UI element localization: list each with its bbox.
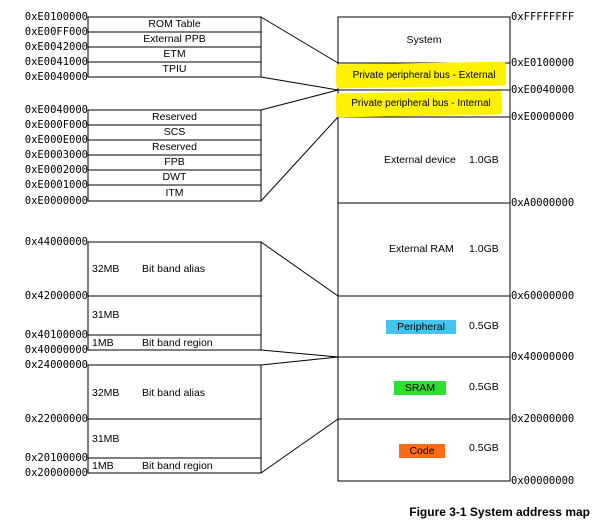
address-label: 0xFFFFFFFF (511, 11, 575, 23)
address-label: 0x20000000 (511, 413, 575, 425)
address-label: 0xE0100000 (24, 11, 88, 23)
ppb-block-reserved: Reserved (152, 141, 197, 153)
region-code: Code (399, 444, 445, 458)
region-sram-size: 0.5GB (469, 381, 499, 393)
bitband-alias-size: 32MB (92, 387, 120, 399)
region-code-size: 0.5GB (469, 442, 499, 454)
region-system: System (406, 34, 442, 46)
bitband-gap-size: 31MB (92, 433, 120, 445)
region-sram: SRAM (394, 381, 446, 395)
region-ppb-external: Private peripheral bus - External (352, 70, 496, 81)
address-label: 0xE0003000 (24, 149, 88, 161)
main-map-outline (337, 16, 511, 482)
bitband-region-label: Bit band region (142, 337, 213, 349)
region-external-device: External device (384, 154, 456, 166)
address-label: 0xE000F000 (24, 119, 88, 131)
ppb-block-tpiu: TPIU (162, 63, 187, 75)
address-label: 0xE0000000 (24, 195, 88, 207)
address-label: 0xE00FF000 (24, 26, 88, 38)
address-label: 0xE0100000 (511, 57, 575, 69)
ppb-block-rom-table: ROM Table (148, 18, 201, 30)
address-label: 0xE0040000 (24, 104, 88, 116)
region-external-device-size: 1.0GB (469, 154, 499, 166)
ppb-block-fpb: FPB (164, 156, 185, 168)
address-label: 0x20100000 (24, 452, 88, 464)
figure-caption: Figure 3-1 System address map (409, 505, 590, 519)
address-label: 0xE0041000 (24, 56, 88, 68)
bitband-alias-label: Bit band alias (142, 263, 206, 275)
ppb-block-scs: SCS (163, 126, 186, 138)
bitband-region-size: 1MB (92, 337, 114, 349)
address-label: 0xE0001000 (24, 179, 88, 191)
address-label: 0x40100000 (24, 329, 88, 341)
region-peripheral-size: 0.5GB (469, 320, 499, 332)
address-label: 0x40000000 (24, 344, 88, 356)
address-label: 0xE0040000 (511, 84, 575, 96)
bitband-alias-size: 32MB (92, 263, 120, 275)
address-label: 0x42000000 (24, 290, 88, 302)
address-label: 0x40000000 (511, 351, 575, 363)
ppb-block-itm: ITM (165, 187, 184, 199)
address-label: 0x22000000 (24, 413, 88, 425)
ppb-block-dwt: DWT (162, 171, 187, 183)
address-label: 0xE0040000 (24, 71, 88, 83)
address-label: 0xE0042000 (24, 41, 88, 53)
bitband-gap-size: 31MB (92, 309, 120, 321)
region-ppb-internal: Private peripheral bus - Internal (351, 98, 491, 109)
ppb-block-external-ppb: External PPB (143, 33, 206, 45)
address-label: 0x44000000 (24, 236, 88, 248)
region-external-ram: External RAM (389, 243, 454, 255)
address-label: 0x60000000 (511, 290, 575, 302)
address-label: 0xA0000000 (511, 197, 575, 209)
region-external-ram-size: 1.0GB (469, 243, 499, 255)
address-label: 0xE0000000 (511, 111, 575, 123)
bitband-region-size: 1MB (92, 460, 114, 472)
ppb-block-reserved: Reserved (152, 111, 197, 123)
region-peripheral: Peripheral (386, 320, 456, 334)
address-label: 0x20000000 (24, 467, 88, 479)
ppb-block-etm: ETM (163, 48, 186, 60)
address-label: 0x00000000 (511, 475, 575, 487)
bitband-region-label: Bit band region (142, 460, 213, 472)
address-label: 0x24000000 (24, 359, 88, 371)
address-label: 0xE0002000 (24, 164, 88, 176)
bitband-alias-label: Bit band alias (142, 387, 206, 399)
address-label: 0xE000E000 (24, 134, 88, 146)
